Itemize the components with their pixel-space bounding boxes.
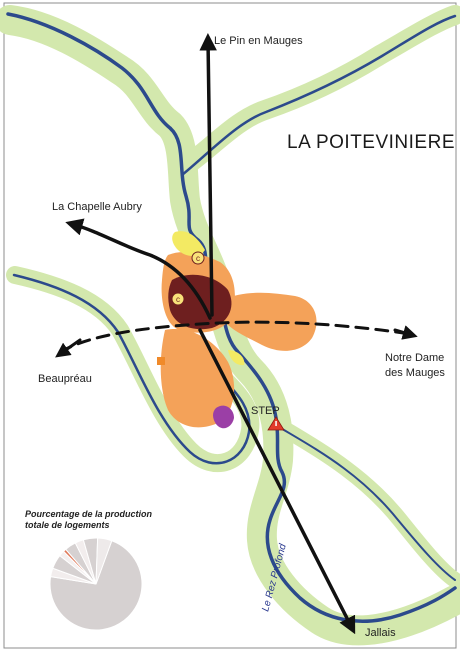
south-river [273,423,456,581]
label-notre-dame: Notre Dame [385,352,444,364]
label-le-pin-en-mauges: Le Pin en Mauges [214,35,303,47]
small-square-marker [157,357,165,365]
cross-icon: c [191,251,205,265]
yellow-zone-east [228,350,245,366]
legend-line-2: totale de logements [25,520,110,530]
pie-slice-1 [49,540,143,631]
cross-icon: c [171,292,185,306]
road-west-arrow [55,338,82,358]
svg-text:c: c [176,295,180,304]
road-east-arrow [393,325,418,340]
label-beaupreau: Beaupréau [38,373,92,385]
svg-text:c: c [196,254,200,263]
map-title: LA POITEVINIERE [287,132,455,153]
river-rez-profond [6,12,457,623]
label-des-mauges: des Mauges [385,367,445,379]
road-dashed [58,320,412,354]
label-la-chapelle-aubry: La Chapelle Aubry [52,201,142,213]
road-southeast [198,328,356,635]
warning-icon [267,416,285,431]
legend-line-1: Pourcentage de la production [25,509,153,519]
label-jallais: Jallais [365,627,396,639]
urban-zone-south [160,329,235,428]
north-river [180,14,457,177]
road-northwest [65,218,212,320]
roads [55,33,418,635]
road-north [199,33,217,317]
yellow-zone-north [172,231,205,256]
label-step: STEP [251,405,280,417]
pie-slice-9 [95,537,113,585]
pie-chart [49,537,143,631]
purple-zone [213,405,234,429]
